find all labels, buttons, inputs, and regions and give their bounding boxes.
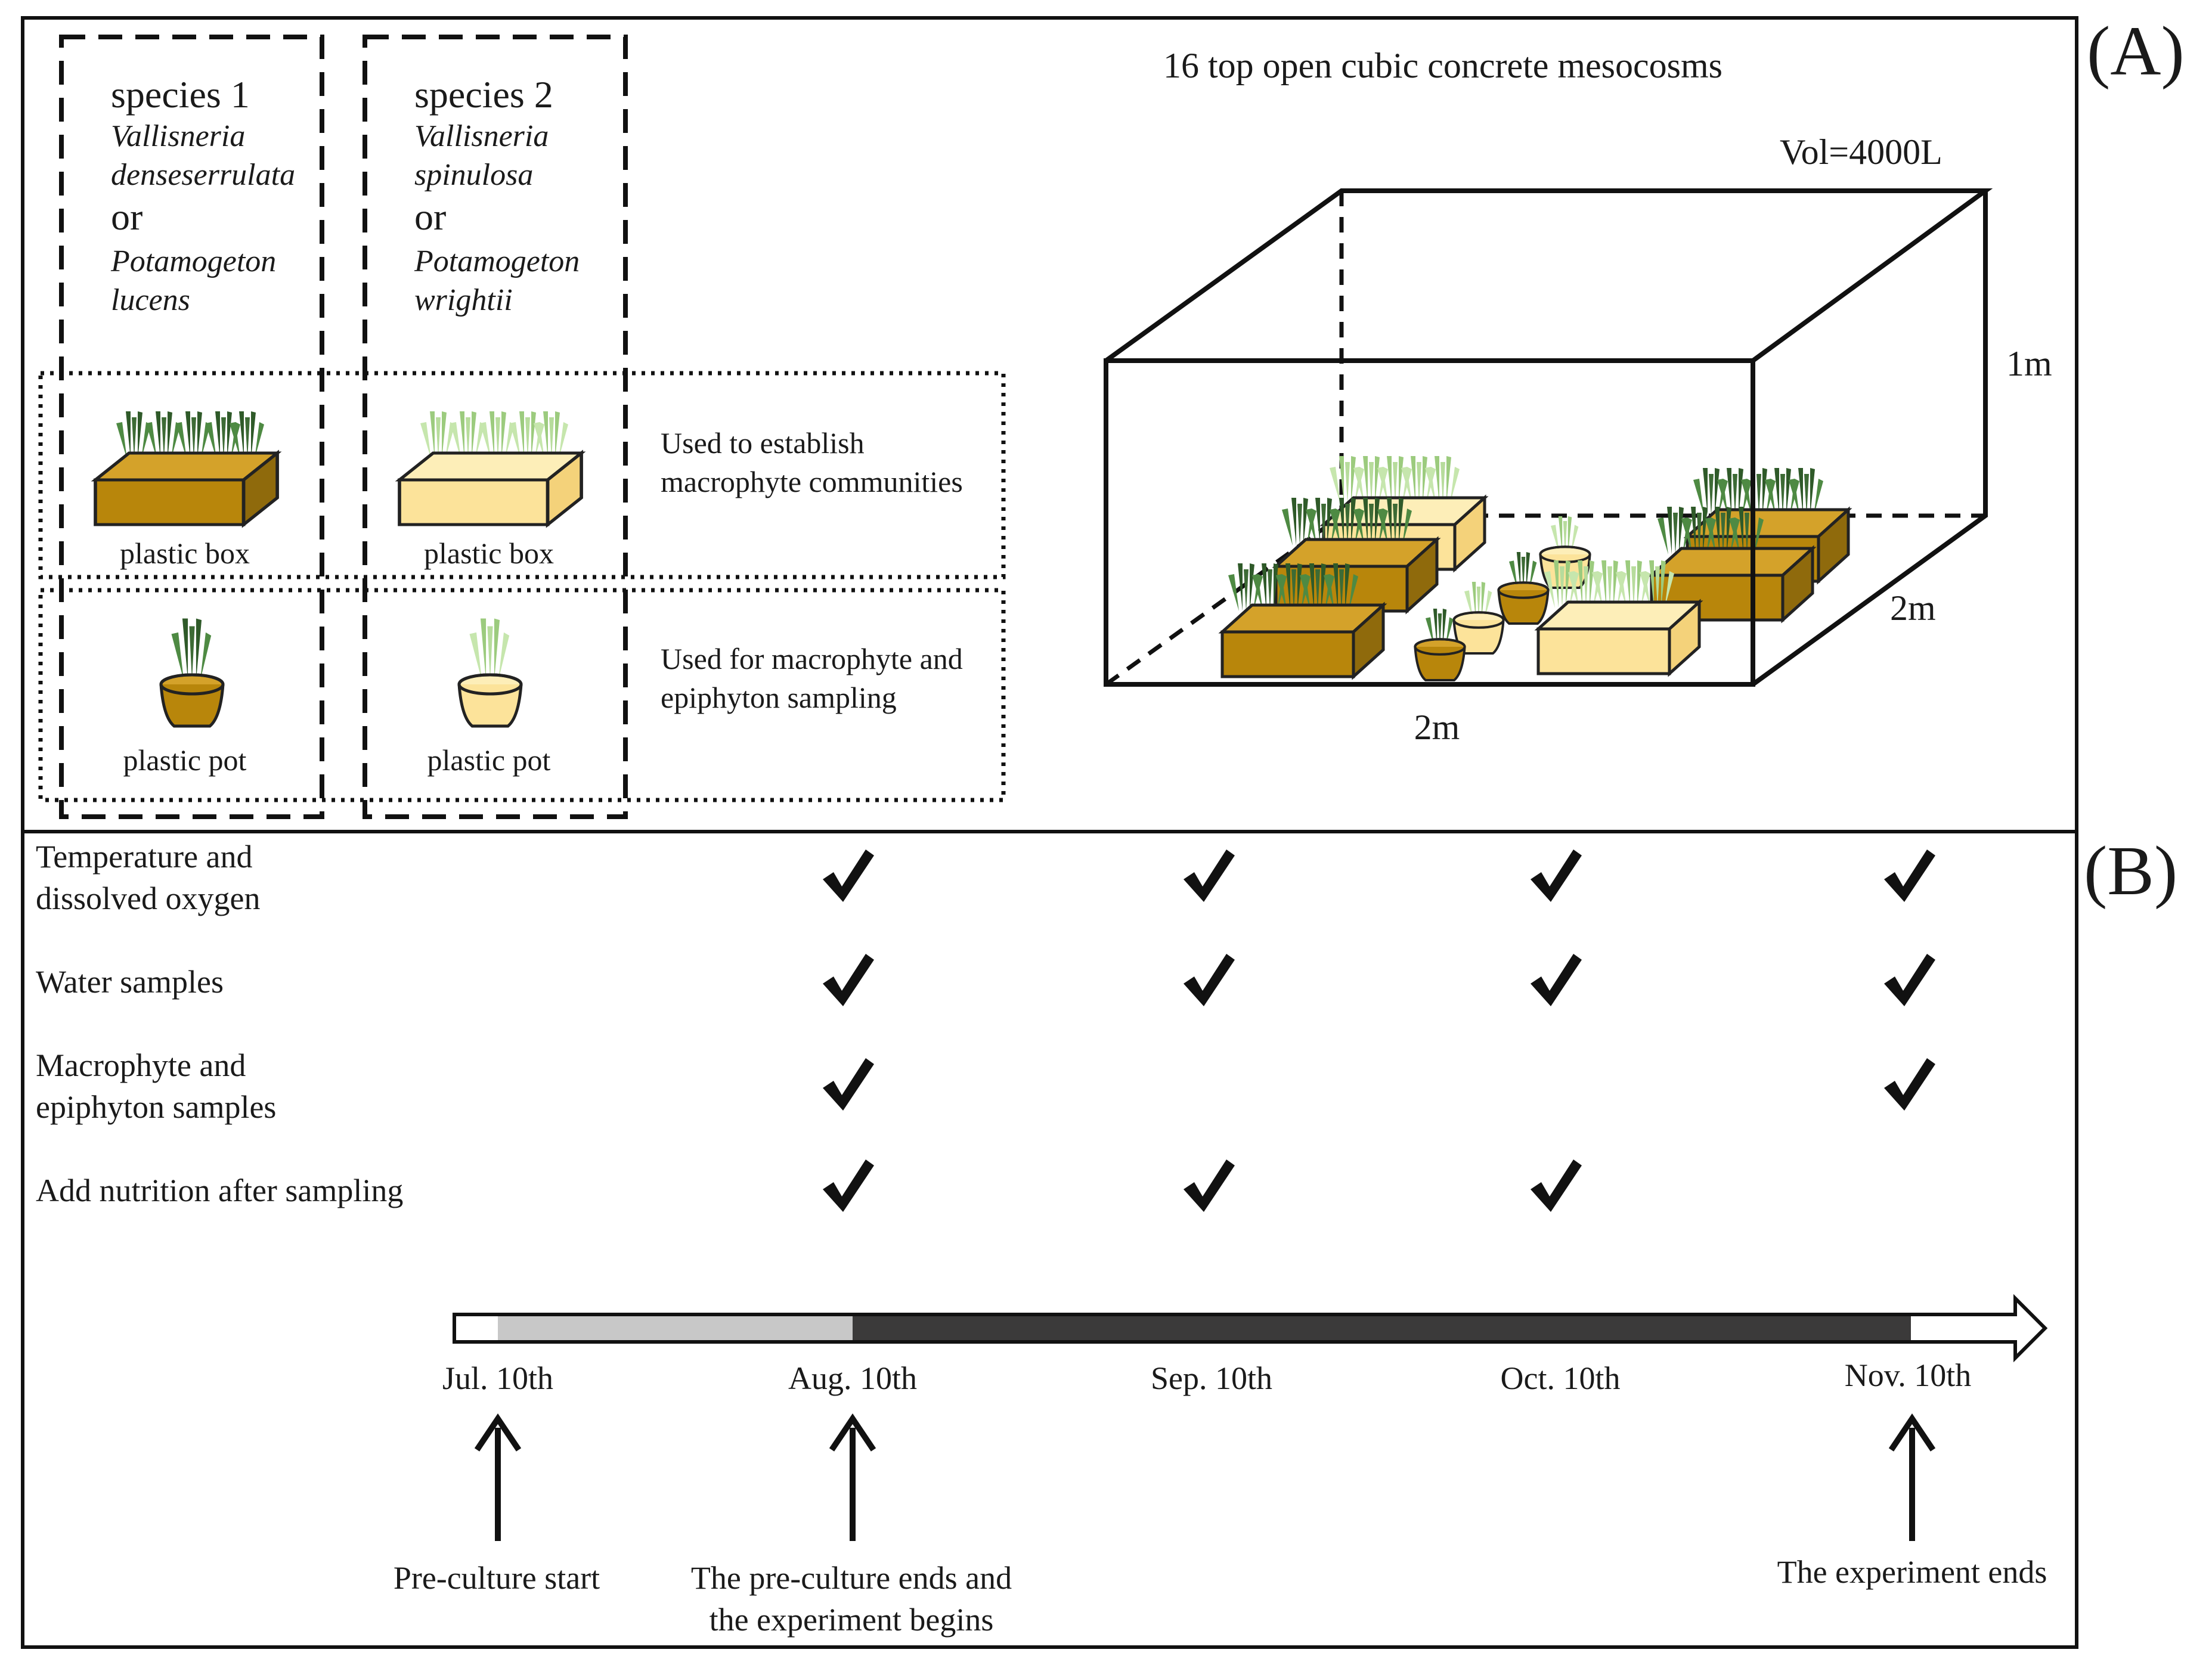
species2-name-a-line1: Vallisneria bbox=[414, 119, 549, 153]
species1-column bbox=[59, 35, 324, 819]
check-icon bbox=[1531, 849, 1582, 902]
check-icon bbox=[1184, 954, 1235, 1006]
species2-name-b-line1: Potamogeton bbox=[414, 244, 580, 278]
check-icon bbox=[1531, 1159, 1582, 1212]
species1-name-b-line2: lucens bbox=[111, 283, 190, 317]
experiment-bar bbox=[853, 1316, 1911, 1340]
panel-b-frame bbox=[21, 830, 2078, 1649]
row-temp-label-line2: dissolved oxygen bbox=[36, 880, 260, 916]
row-temp-label-line1: Temperature and bbox=[36, 839, 253, 875]
date-nov: Nov. 10th bbox=[1845, 1357, 1972, 1393]
arrow-up-nov bbox=[1888, 1413, 1936, 1541]
panel-b-label: (B) bbox=[2084, 832, 2177, 910]
mesocosm-tank bbox=[1104, 188, 1993, 687]
species2-name-a-line2: spinulosa bbox=[414, 158, 533, 192]
species1-or: or bbox=[111, 196, 142, 238]
species2-box-label: plastic box bbox=[424, 537, 554, 570]
species2-box-icon bbox=[399, 411, 581, 525]
check-icon bbox=[823, 1058, 874, 1111]
arrow-up-aug bbox=[829, 1413, 876, 1541]
depth-label: 2m bbox=[1890, 588, 1936, 628]
species1-name-a-line2: denseserrulata bbox=[111, 158, 295, 192]
species1-box-icon bbox=[95, 411, 277, 525]
species2-pot-icon bbox=[459, 618, 521, 727]
row-water-label: Water samples bbox=[36, 964, 224, 1000]
species1-name-b-line1: Potamogeton bbox=[110, 244, 276, 278]
event-preculture-start: Pre-culture start bbox=[394, 1560, 600, 1596]
check-icon bbox=[1884, 849, 1935, 902]
species2-pot-label: plastic pot bbox=[427, 743, 551, 777]
species1-name-a-line1: Vallisneria bbox=[111, 119, 245, 153]
check-icon bbox=[1184, 849, 1235, 902]
species2-name-b-line2: wrightii bbox=[414, 283, 513, 317]
volume-label: Vol=4000L bbox=[1780, 132, 1943, 172]
arrow-up-jul bbox=[474, 1413, 522, 1541]
panel-a-frame bbox=[21, 16, 2078, 833]
preculture-bar bbox=[498, 1316, 853, 1340]
box-note-line1: Used to establish bbox=[661, 426, 865, 460]
check-icon bbox=[823, 1159, 874, 1212]
check-icon bbox=[1884, 1058, 1935, 1111]
check-icon bbox=[823, 849, 874, 902]
species1-box-label: plastic box bbox=[120, 537, 250, 570]
height-label: 1m bbox=[2006, 344, 2052, 383]
check-grid bbox=[823, 849, 1935, 1212]
check-icon bbox=[1531, 954, 1582, 1006]
species1-pot-icon bbox=[161, 618, 223, 727]
date-aug: Aug. 10th bbox=[788, 1360, 917, 1396]
row-macrophyte-label-line1: Macrophyte and bbox=[36, 1047, 246, 1083]
date-oct: Oct. 10th bbox=[1501, 1360, 1621, 1396]
timeline-arrow bbox=[453, 1294, 2048, 1363]
check-icon bbox=[1884, 954, 1935, 1006]
pot-note-line1: Used for macrophyte and bbox=[661, 642, 963, 675]
species2-or: or bbox=[414, 196, 446, 238]
event-experiment-begins-line2: the experiment begins bbox=[710, 1602, 994, 1638]
check-icon bbox=[1184, 1159, 1235, 1212]
pot-note-line2: epiphyton sampling bbox=[661, 681, 897, 714]
row-macrophyte-label-line2: epiphyton samples bbox=[36, 1089, 276, 1125]
mesocosm-title: 16 top open cubic concrete mesocosms bbox=[1163, 46, 1722, 85]
panel-a-label: (A) bbox=[2087, 12, 2185, 90]
row-nutrition-label: Add nutrition after sampling bbox=[36, 1173, 403, 1208]
width-label: 2m bbox=[1414, 708, 1460, 747]
date-sep: Sep. 10th bbox=[1151, 1360, 1272, 1396]
species1-pot-label: plastic pot bbox=[123, 743, 247, 777]
box-note-line2: macrophyte communities bbox=[661, 465, 963, 498]
species1-title: species 1 bbox=[111, 73, 250, 116]
event-experiment-ends: The experiment ends bbox=[1777, 1554, 2047, 1590]
species2-column bbox=[363, 35, 628, 819]
species2-title: species 2 bbox=[414, 73, 553, 116]
date-jul: Jul. 10th bbox=[442, 1360, 553, 1396]
event-experiment-begins-line1: The pre-culture ends and bbox=[691, 1560, 1012, 1596]
check-icon bbox=[823, 954, 874, 1006]
